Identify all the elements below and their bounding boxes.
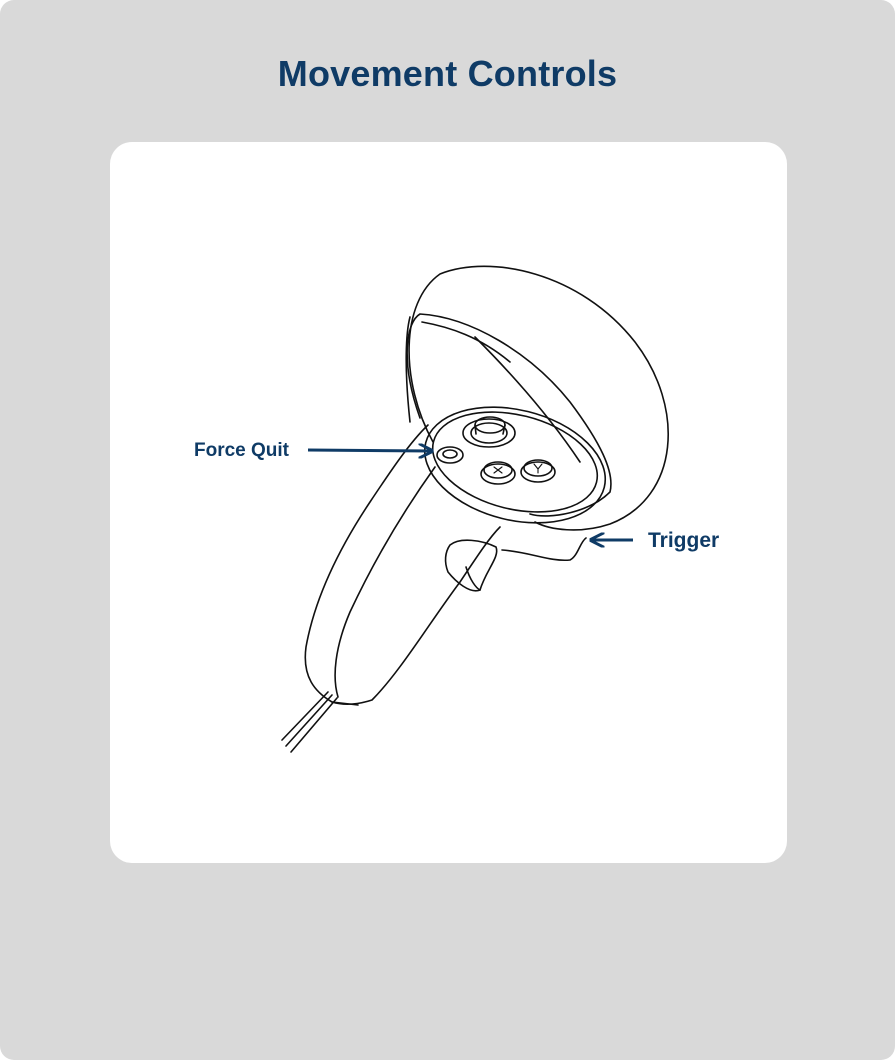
- force-quit-callout: Force Quit: [194, 440, 432, 461]
- controller-cable: [281, 691, 338, 753]
- trigger-callout: Trigger: [591, 529, 719, 552]
- force-quit-label: Force Quit: [194, 440, 290, 461]
- diagram-card: Force Quit Trigger: [110, 142, 787, 863]
- menu-button: [436, 446, 464, 464]
- y-button: [520, 459, 556, 483]
- controller-handle: [304, 424, 501, 705]
- thumbstick: [462, 416, 516, 448]
- vr-controller-illustration: [281, 265, 670, 753]
- trigger-label: Trigger: [648, 529, 719, 552]
- controller-diagram: Force Quit Trigger: [194, 265, 719, 753]
- trigger-housing: [501, 537, 587, 562]
- force-quit-arrow: [307, 450, 432, 451]
- tracking-ring: [408, 265, 670, 531]
- page-title: Movement Controls: [277, 53, 618, 94]
- face-plate: [423, 406, 607, 524]
- x-button: [480, 461, 516, 485]
